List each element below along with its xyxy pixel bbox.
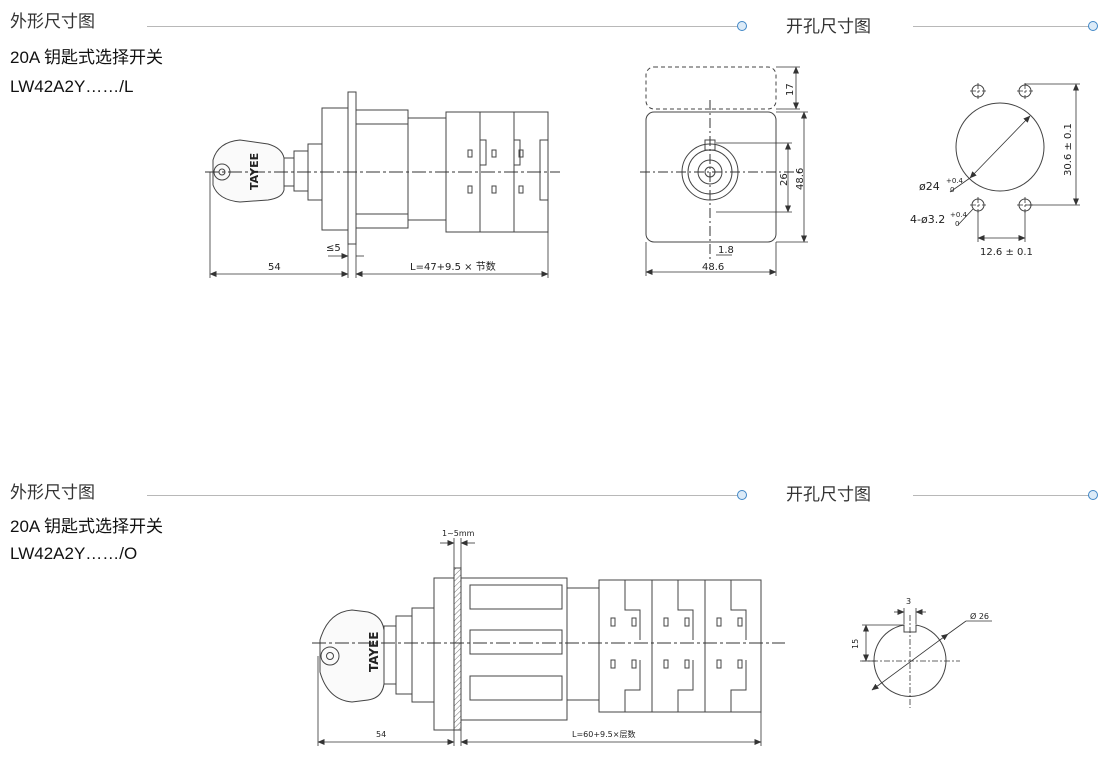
dim-15: 15: [851, 639, 860, 649]
tol-zero-2: 0: [955, 220, 959, 228]
dim-1-8: 1.8: [718, 245, 734, 256]
tol-plus-1: +0.4: [946, 177, 964, 185]
cutout-heading-1: 开孔尺寸图: [786, 17, 871, 37]
front-view-1: [645, 66, 777, 243]
cutout-rule-1: [913, 26, 1089, 27]
model-number-1: LW42A2Y……/L: [10, 77, 134, 96]
dim-48-6-h: 48.6: [702, 262, 724, 273]
tol-zero-1: 0: [950, 186, 954, 194]
outline-heading-2: 外形尺寸图: [10, 483, 95, 503]
dim-54-1: 54: [268, 262, 281, 273]
dim-length-2: L=60+9.5×层数: [572, 729, 635, 739]
product-name-2: 20A 钥匙式选择开关: [10, 517, 164, 536]
brand-logo-1: TAYEE: [248, 153, 261, 190]
dim-panel: 1~5mm: [442, 529, 475, 538]
dim-phi26: Ø 26: [970, 611, 989, 621]
dim-holes: 4-ø3.2: [910, 213, 945, 226]
dim-26: 26: [779, 173, 790, 186]
cutout-end-dot-2: [1088, 490, 1098, 500]
side-view-2: [319, 567, 762, 731]
dim-length-1: L=47+9.5 × 节数: [410, 260, 496, 273]
side-view-1: [212, 91, 549, 245]
heading-rule-1: [147, 26, 737, 27]
product-name-1: 20A 钥匙式选择开关: [10, 48, 164, 67]
heading-rule-2: [147, 495, 737, 496]
tol-plus-2: +0.4: [950, 211, 968, 219]
rule-end-dot-2: [737, 490, 747, 500]
model-number-2: LW42A2Y……/O: [10, 544, 138, 563]
dim-54-2: 54: [376, 730, 386, 739]
cutout-end-dot-1: [1088, 21, 1098, 31]
dim-17: 17: [785, 83, 796, 96]
cutout-1: [955, 84, 1045, 212]
cutout-rule-2: [913, 495, 1089, 496]
dim-48-6-v: 48.6: [795, 168, 806, 190]
dim-30-6: 30.6 ± 0.1: [1063, 123, 1074, 176]
dim-3: 3: [906, 597, 911, 606]
outline-heading-1: 外形尺寸图: [10, 12, 95, 32]
dim-phi24: ø24: [919, 180, 940, 193]
cutout-heading-2: 开孔尺寸图: [786, 485, 871, 505]
dim-le5: ≤5: [326, 243, 341, 254]
dim-12-6: 12.6 ± 0.1: [980, 247, 1033, 258]
rule-end-dot-1: [737, 21, 747, 31]
brand-logo-2: TAYEE: [367, 632, 381, 672]
